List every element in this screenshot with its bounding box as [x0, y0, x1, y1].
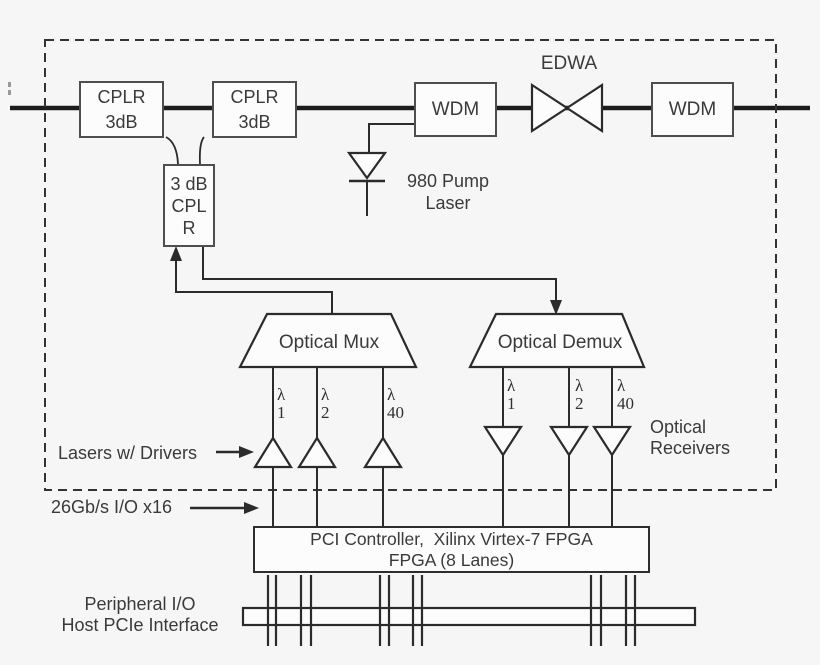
pci-label-line2: FPGA (8 Lanes) [388, 549, 515, 570]
lasers-drivers-label: Lasers w/ Drivers [58, 443, 198, 463]
cplr-3db-box-1: CPLR 3dB [79, 81, 164, 138]
optical-receivers-label: Optical Receivers [650, 417, 730, 459]
wdm-box-1: WDM [414, 82, 497, 137]
cplr1-label: 3dB [105, 111, 138, 132]
coupler-tap-line [198, 136, 205, 165]
coupler-label: CPL [171, 195, 207, 216]
wdm2-label: WDM [668, 99, 717, 120]
optical-demux-shape [468, 312, 646, 369]
pump-label-line2: Laser [425, 193, 471, 213]
peripheral-io-label: Peripheral I/O Host PCIe Interface [40, 594, 240, 636]
wdm1-label: WDM [431, 99, 480, 120]
lambda-symbol: λ [507, 376, 516, 395]
pci-controller-box: PCI Controller, Xilinx Virtex-7 FPGA FPG… [253, 526, 650, 573]
host-pcie-bus-bar [241, 606, 697, 627]
coupler-label: 3 dB [170, 173, 208, 194]
pump-label-line1: 980 Pump [406, 171, 490, 191]
lambda-number: 2 [575, 394, 584, 413]
cplr2-label: CPLR [230, 86, 279, 107]
peripheral-label-line2: Host PCIe Interface [61, 615, 219, 635]
edge-tick-icon [8, 82, 11, 87]
mux-to-coupler-line [175, 259, 333, 316]
lambda-number: 1 [507, 394, 516, 413]
lambda-label-demux-1: λ 1 [507, 377, 516, 413]
optical-mux-label: Optical Mux [278, 332, 380, 353]
lambda-number: 1 [277, 403, 286, 422]
peripheral-label-line1: Peripheral I/O [84, 594, 196, 614]
edge-tick-icon [8, 90, 11, 95]
laser-driver-triangle-icon [363, 435, 403, 469]
edwa-label: EDWA [540, 53, 598, 74]
laser-driver-triangle-icon [253, 435, 293, 469]
lambda-label-mux-40: λ 40 [387, 386, 404, 422]
lambda-label-mux-1: λ 1 [277, 386, 286, 422]
lambda-symbol: λ [321, 385, 330, 404]
coupler-tap-line [165, 136, 179, 165]
optical-receiver-triangle-icon [482, 425, 524, 458]
laser-driver-triangle-icon [297, 435, 337, 469]
lambda-number: 40 [617, 394, 634, 413]
cplr-3db-box-2: CPLR 3dB [212, 81, 297, 138]
cplr2-label: 3dB [238, 111, 271, 132]
pump-laser-diode-icon [346, 151, 388, 180]
lambda-number: 40 [387, 403, 404, 422]
receivers-label-line2: Receivers [650, 438, 731, 458]
lambda-symbol: λ [277, 385, 286, 404]
arrow-up-icon [170, 246, 182, 261]
coupler-label: R [182, 217, 196, 238]
edwa-amplifier-icon [564, 82, 604, 134]
lasers-pointer-arrow-icon [239, 446, 254, 458]
optical-demux-label: Optical Demux [497, 332, 623, 353]
cplr1-label: CPLR [97, 86, 146, 107]
io-rate-label: 26Gb/s I/O x16 [51, 497, 173, 517]
wdm-box-2: WDM [651, 82, 734, 137]
lambda-symbol: λ [617, 376, 626, 395]
io-pointer-arrow-icon [244, 502, 259, 514]
lambda-label-demux-2: λ 2 [575, 377, 584, 413]
3db-cplr-box: 3 dB CPL R [163, 164, 215, 247]
pci-label-line1: PCI Controller, Xilinx Virtex-7 FPGA [310, 528, 593, 549]
lambda-symbol: λ [387, 385, 396, 404]
optical-receiver-triangle-icon [591, 425, 633, 458]
receivers-label-line1: Optical [650, 417, 707, 437]
lambda-number: 2 [321, 403, 330, 422]
optical-mux-shape [238, 312, 418, 369]
lambda-symbol: λ [575, 376, 584, 395]
optical-receiver-triangle-icon [548, 425, 590, 458]
coupler-to-demux-line [202, 247, 557, 302]
lambda-label-demux-40: λ 40 [617, 377, 634, 413]
dashed-boundary [44, 39, 777, 491]
pump-laser-line [368, 123, 414, 153]
edwa-amplifier-icon [530, 82, 570, 134]
arrow-down-icon [550, 300, 562, 315]
pump-laser-label: 980 Pump Laser [398, 170, 498, 214]
lambda-label-mux-2: λ 2 [321, 386, 330, 422]
